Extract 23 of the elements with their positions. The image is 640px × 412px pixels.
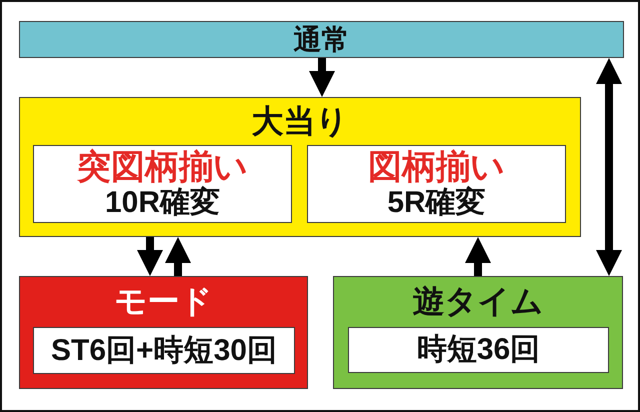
node-subtitle: 5R確変 <box>387 186 486 220</box>
mode-panel <box>19 276 308 389</box>
node-title: 大当り <box>252 102 348 141</box>
jackpot-panel <box>19 97 581 237</box>
mode-panel <box>333 276 623 389</box>
arrow <box>137 237 163 276</box>
node-title: 突図柄揃い <box>77 148 248 186</box>
node-title: 通常 <box>294 23 350 57</box>
node-subtitle: 10R確変 <box>104 186 220 220</box>
result-box <box>33 145 292 223</box>
arrow <box>165 237 191 276</box>
arrow <box>309 58 335 97</box>
node-title: モード <box>114 282 212 321</box>
info-box <box>33 327 295 374</box>
node-title: 図柄揃い <box>368 148 505 186</box>
arrow <box>465 237 491 276</box>
state-bar <box>19 21 624 58</box>
double-arrow <box>596 58 622 276</box>
node-title: 時短36回 <box>416 332 540 368</box>
node-title: ST6回+時短30回 <box>51 332 277 368</box>
node-title: 遊タイム <box>412 282 544 321</box>
result-box <box>307 145 566 223</box>
info-box <box>348 327 609 373</box>
